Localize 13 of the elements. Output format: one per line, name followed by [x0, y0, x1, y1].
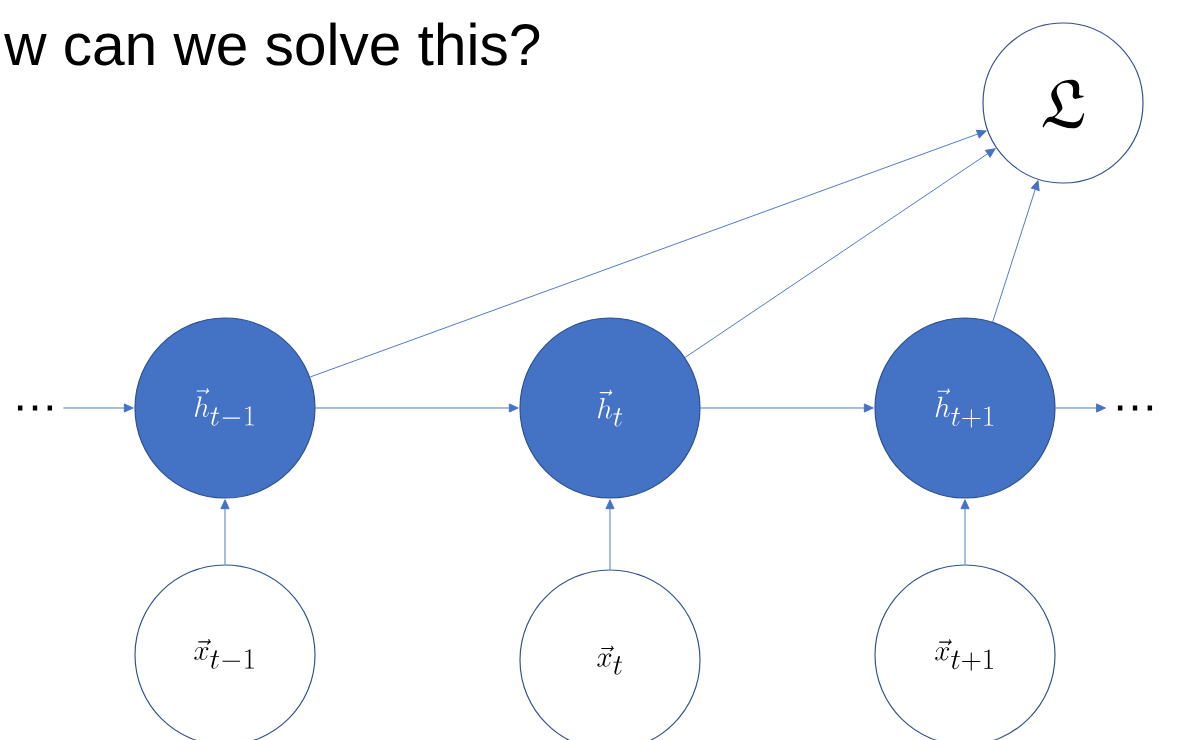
arrow: [992, 180, 1040, 323]
arrow: [1055, 403, 1106, 413]
arrow: [220, 499, 230, 565]
arrow: [960, 499, 970, 565]
ellipsis: …: [17, 405, 53, 411]
arrow: [315, 403, 519, 413]
arrow: [684, 148, 996, 358]
slide-title: w can we solve this?: [4, 22, 540, 66]
ellipsis: …: [1117, 405, 1153, 411]
arrow: [700, 403, 874, 413]
arrow: [309, 129, 987, 378]
arrow: [62, 403, 134, 413]
arrow: [605, 499, 615, 570]
